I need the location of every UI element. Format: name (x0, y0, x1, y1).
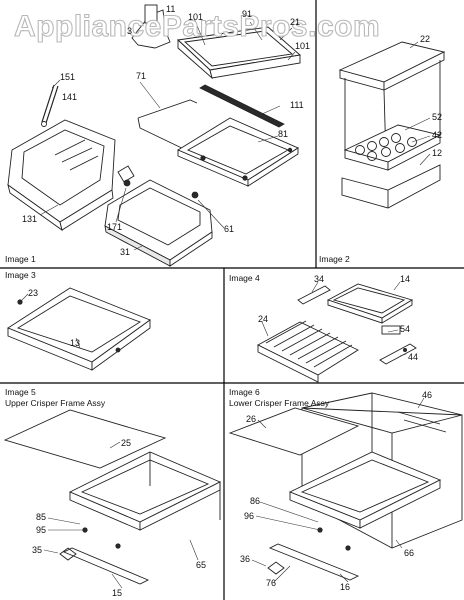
image3-drawing (7, 287, 151, 371)
image1-drawing (7, 4, 302, 267)
part-label-42: 42 (432, 130, 442, 140)
part-label-25: 25 (121, 438, 131, 448)
part-label-22: 22 (420, 34, 430, 44)
part-label-95: 95 (36, 525, 46, 535)
part-label-131: 131 (22, 214, 37, 224)
panel-subtitle-image5: Upper Crisper Frame Assy (5, 398, 106, 408)
part-label-141: 141 (62, 92, 77, 102)
part-label-76: 76 (266, 578, 276, 588)
part-label-171: 171 (107, 222, 122, 232)
panel-caption-image5: Image 5 (5, 387, 36, 397)
part-label-3: 3 (127, 26, 132, 36)
part-label-23: 23 (28, 288, 38, 298)
part-label-151: 151 (60, 72, 75, 82)
part-label-71: 71 (136, 71, 146, 81)
leader-lines (21, 17, 431, 589)
part-label-16: 16 (340, 582, 350, 592)
part-label-35: 35 (32, 545, 42, 555)
part-label-44: 44 (408, 352, 418, 362)
panel-caption-image6: Image 6 (229, 387, 260, 397)
panel-caption-image3: Image 3 (5, 270, 36, 280)
part-label-91: 91 (242, 9, 252, 19)
part-label-31: 31 (120, 247, 130, 257)
part-label-86: 86 (250, 496, 260, 506)
part-label-66: 66 (404, 548, 414, 558)
part-label-101a: 101 (188, 12, 203, 22)
image5-drawing (3, 409, 222, 585)
bracket-3 (144, 4, 158, 24)
part-label-14: 14 (400, 274, 410, 284)
part-label-11: 11 (166, 4, 175, 14)
watermark-text: AppliancePartsPros.com (14, 10, 380, 43)
part-label-111: 111 (290, 100, 304, 110)
part-label-54: 54 (400, 324, 410, 334)
part-label-24: 24 (258, 314, 268, 324)
part-label-81: 81 (278, 129, 288, 139)
part-label-85: 85 (36, 512, 46, 522)
part-label-101: 101 (295, 41, 310, 51)
part-label-96: 96 (244, 511, 254, 521)
part-label-21: 21 (290, 17, 300, 27)
image6-drawing (228, 392, 463, 581)
image4-drawing (257, 283, 417, 383)
part-callouts: 3 11 101 91 21 101 151 141 71 111 81 131… (22, 4, 442, 598)
part-label-13: 13 (70, 338, 80, 348)
part-label-65: 65 (196, 560, 206, 570)
part-label-52: 52 (432, 112, 442, 122)
part-label-46: 46 (422, 390, 432, 400)
part-label-26: 26 (246, 414, 256, 424)
image2-drawing (338, 41, 446, 209)
part-label-34: 34 (314, 274, 324, 284)
panel-caption-image2: Image 2 (319, 254, 350, 264)
part-label-12: 12 (432, 148, 442, 158)
part-label-36: 36 (240, 554, 250, 564)
panel-caption-image4: Image 4 (229, 273, 260, 283)
part-label-61: 61 (224, 224, 234, 234)
panel-caption-image1: Image 1 (5, 254, 36, 264)
part-label-15: 15 (112, 588, 122, 598)
panel-subtitle-image6: Lower Crisper Frame Assy (229, 398, 330, 408)
